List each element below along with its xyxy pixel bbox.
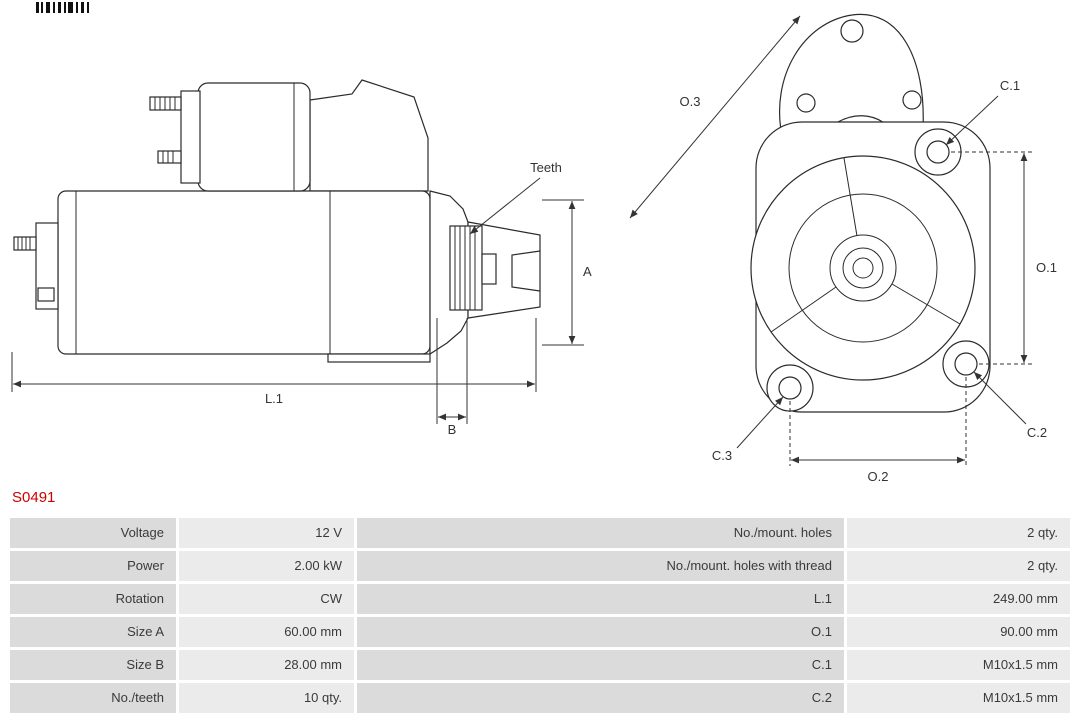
rear-bracket — [309, 79, 429, 192]
spec-c2-label: C.2 — [357, 683, 844, 713]
spec-size-a-value: 60.00 mm — [179, 617, 354, 647]
spec-voltage-value: 12 V — [179, 518, 354, 548]
dim-c3-leader — [736, 396, 784, 449]
face-spokes — [770, 157, 961, 333]
dim-o3-label: O.3 — [680, 94, 701, 109]
mount-hole-c3 — [778, 376, 802, 400]
mount-hole-c2 — [954, 352, 978, 376]
flange-hole — [902, 90, 922, 110]
flange-hole — [796, 93, 816, 113]
dim-c2-leader — [973, 371, 1027, 425]
spec-o1-label: O.1 — [357, 617, 844, 647]
spec-c2-value: M10x1.5 mm — [847, 683, 1070, 713]
solenoid — [197, 82, 311, 192]
spec-mount-holes-label: No./mount. holes — [357, 518, 844, 548]
spec-l1-label: L.1 — [357, 584, 844, 614]
spec-size-b-value: 28.00 mm — [179, 650, 354, 680]
starter-front-view — [750, 13, 991, 413]
part-number: S0491 — [12, 489, 56, 506]
spec-mount-holes-value: 2 qty. — [847, 518, 1070, 548]
nose-slot — [511, 250, 541, 292]
spec-o1-value: 90.00 mm — [847, 617, 1070, 647]
dim-l1-label: L.1 — [265, 391, 283, 406]
technical-diagram: Teeth A L.1 B — [11, 2, 1057, 484]
dim-c2-label: C.2 — [1027, 425, 1047, 440]
teeth-label: Teeth — [530, 160, 562, 175]
dim-c1-leader — [945, 95, 999, 146]
spec-power-label: Power — [10, 551, 176, 581]
starter-side-view — [13, 79, 541, 363]
spec-teeth-value: 10 qty. — [179, 683, 354, 713]
body-foot — [327, 353, 431, 363]
dim-o2-label: O.2 — [868, 469, 889, 484]
motor-body — [57, 190, 431, 355]
spec-table: Voltage 12 V No./mount. holes 2 qty. Pow… — [10, 518, 1070, 713]
dim-c3-label: C.3 — [712, 448, 732, 463]
dim-b-label: B — [448, 422, 457, 437]
spec-size-b-label: Size B — [10, 650, 176, 680]
spec-c1-value: M10x1.5 mm — [847, 650, 1070, 680]
terminal-nut — [37, 287, 55, 302]
dim-o3-line — [629, 15, 801, 219]
spec-l1-value: 249.00 mm — [847, 584, 1070, 614]
solenoid-stud — [157, 150, 182, 164]
mount-hole-c1 — [926, 140, 950, 164]
dim-c1-label: C.1 — [1000, 78, 1020, 93]
side-view-dimensions — [11, 177, 584, 424]
spec-mount-holes-thread-label: No./mount. holes with thread — [357, 551, 844, 581]
solenoid-stud — [149, 96, 182, 111]
solenoid-cap — [180, 90, 201, 184]
spec-power-value: 2.00 kW — [179, 551, 354, 581]
dim-o1-label: O.1 — [1036, 260, 1057, 275]
spec-teeth-label: No./teeth — [10, 683, 176, 713]
spec-c1-label: C.1 — [357, 650, 844, 680]
shaft-center — [852, 257, 874, 279]
spec-rotation-label: Rotation — [10, 584, 176, 614]
teeth-leader-line — [469, 177, 541, 235]
pinion-gear — [449, 225, 483, 311]
top-mount-hole — [840, 19, 864, 43]
front-view-dimensions — [629, 15, 1032, 466]
terminal-bolt — [13, 236, 37, 251]
dim-a-label: A — [583, 264, 592, 279]
barcode — [36, 2, 89, 13]
spec-size-a-label: Size A — [10, 617, 176, 647]
spec-voltage-label: Voltage — [10, 518, 176, 548]
pinion-shaft — [481, 253, 497, 285]
spec-rotation-value: CW — [179, 584, 354, 614]
spec-mount-holes-thread-value: 2 qty. — [847, 551, 1070, 581]
